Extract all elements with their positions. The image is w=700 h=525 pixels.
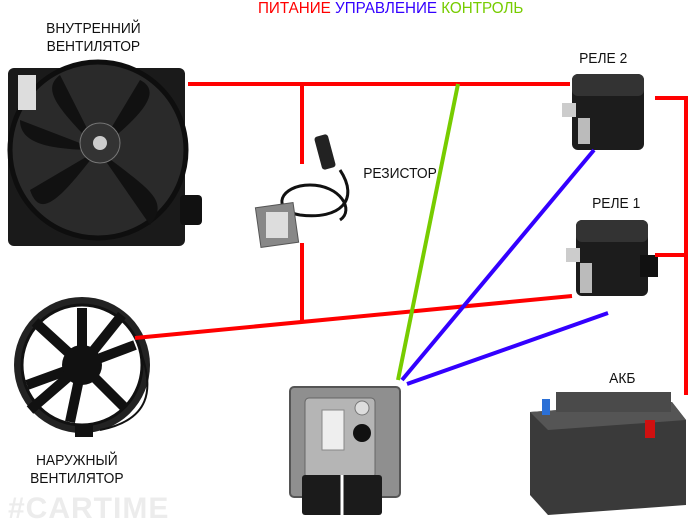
control-wire-relay1: [406, 311, 609, 386]
inner-fan-image: [7, 59, 202, 246]
legend-monitor: КОНТРОЛЬ: [441, 0, 524, 17]
inner-fan-label-line1: ВНУТРЕННИЙ: [46, 20, 141, 37]
resistor-image: [254, 134, 350, 249]
legend-control: УПРАВЛЕНИЕ: [335, 0, 438, 17]
relay-2-label: РЕЛЕ 2: [579, 50, 628, 67]
power-wires: [134, 82, 688, 395]
outer-fan-image: [14, 297, 150, 437]
outer-fan-label-line1: НАРУЖНЫЙ: [35, 452, 118, 469]
control-wires: [400, 148, 609, 386]
legend-power: ПИТАНИЕ: [258, 0, 331, 17]
control-wire-relay2: [400, 148, 596, 382]
monitor-wire: [396, 83, 460, 381]
legend: ПИТАНИЕ УПРАВЛЕНИЕ КОНТРОЛЬ: [258, 0, 523, 18]
ecu-image: [289, 386, 401, 515]
battery-label: АКБ: [609, 370, 636, 387]
watermark: #CARTIME: [8, 492, 170, 525]
inner-fan-label: ВНУТРЕННИЙ ВЕНТИЛЯТОР: [46, 20, 141, 56]
outer-fan-label-line2: ВЕНТИЛЯТОР: [30, 470, 124, 487]
outer-fan-label: НАРУЖНЫЙ ВЕНТИЛЯТОР: [30, 452, 123, 488]
resistor-label: РЕЗИСТОР: [363, 165, 437, 182]
inner-fan-label-line2: ВЕНТИЛЯТОР: [46, 38, 141, 55]
relay-1-label: РЕЛЕ 1: [592, 195, 641, 212]
power-wire-outer-fan: [134, 294, 573, 340]
battery-image: [530, 392, 686, 515]
relay-1-image: [566, 220, 658, 296]
power-wire-battery: [655, 96, 688, 395]
relay-2-image: [562, 74, 644, 150]
